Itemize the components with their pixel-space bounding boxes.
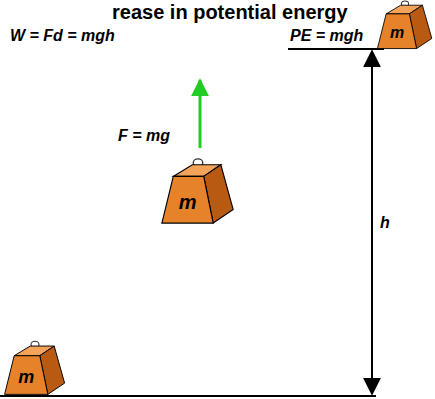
weight-block: m: [3, 338, 67, 396]
top-level-line: [288, 48, 384, 50]
title: rease in potential energy: [112, 1, 348, 23]
force-arrow: [199, 80, 202, 148]
mass-label: m: [0, 368, 59, 386]
mass-label: m: [367, 25, 427, 41]
mass-label: m: [149, 192, 227, 212]
force-label: F = mg: [118, 127, 170, 145]
weight-shape: [3, 338, 67, 396]
height-arrow: [371, 51, 373, 394]
work-equation: W = Fd = mgh: [10, 27, 115, 45]
weight-shape: [160, 155, 236, 225]
weight-block: m: [376, 0, 434, 50]
ground-line: [0, 395, 376, 397]
weight-block: m: [160, 155, 236, 225]
energy-equation: PE = mgh: [290, 27, 363, 45]
weight-shape: [376, 0, 434, 50]
height-label: h: [380, 214, 390, 232]
